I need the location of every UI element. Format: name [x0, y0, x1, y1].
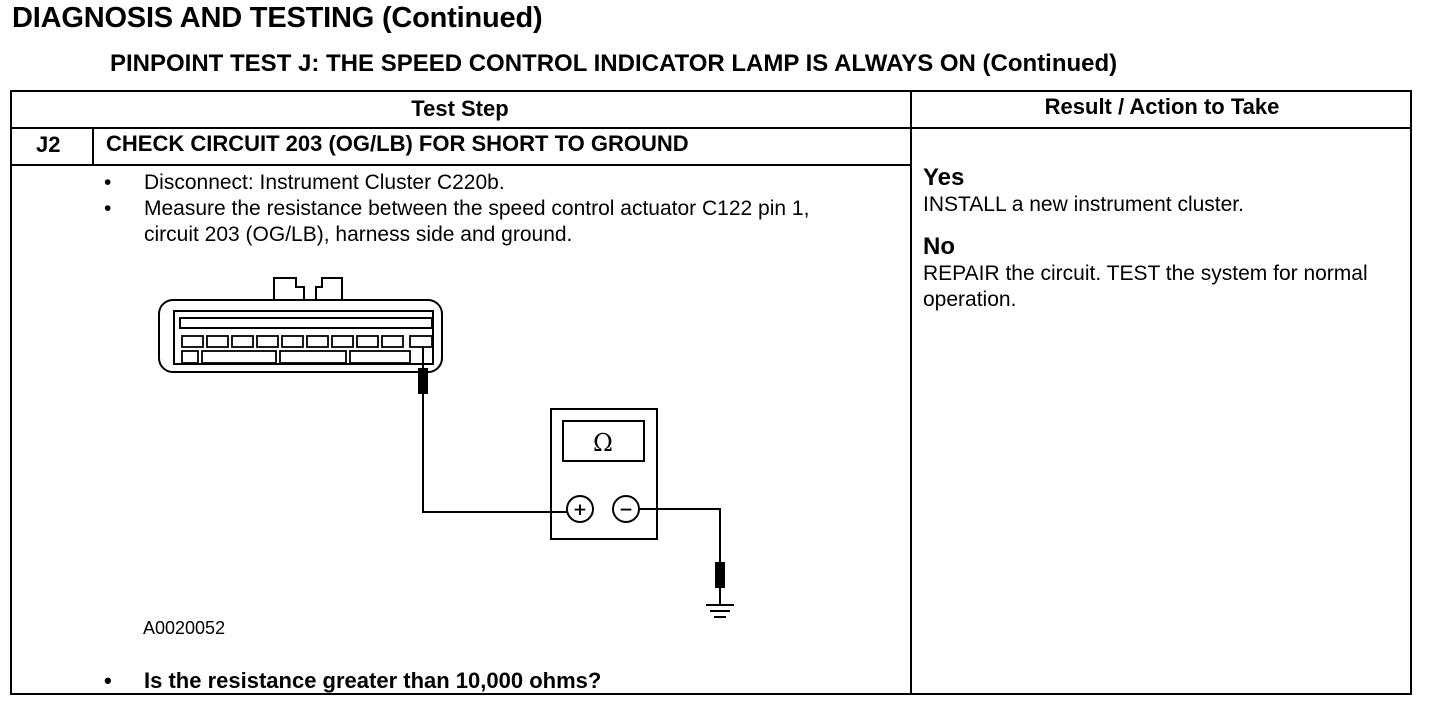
- bullet-icon: •: [104, 171, 112, 194]
- test-table: [10, 90, 1412, 695]
- ohm-symbol-icon: Ω: [593, 429, 613, 457]
- question-text: Is the resistance greater than 10,000 oh…: [144, 668, 602, 693]
- ohmmeter: Ω + −: [550, 408, 658, 540]
- step-title-divider: [10, 164, 910, 166]
- header-result-action: Result / Action to Take: [1044, 94, 1280, 119]
- answer-action: INSTALL a new instrument cluster.: [923, 193, 1244, 216]
- result-yes: Yes INSTALL a new instrument cluster.: [923, 164, 1398, 218]
- header-test-step: Test Step: [411, 96, 509, 121]
- step-question: • Is the resistance greater than 10,000 …: [104, 668, 601, 694]
- pinpoint-test-title: PINPOINT TEST J: THE SPEED CONTROL INDIC…: [110, 50, 1118, 77]
- step-id-divider: [92, 127, 94, 164]
- step-id: J2: [36, 132, 61, 157]
- figure-id: A0020052: [143, 618, 226, 638]
- bullet-icon: •: [104, 668, 112, 693]
- wiring-diagram: Ω + −: [158, 277, 734, 618]
- instruction-text: Measure the resistance between the speed…: [144, 197, 810, 246]
- answer-label: No: [923, 233, 955, 260]
- test-probe-negative: [639, 508, 725, 604]
- answer-action: REPAIR the circuit. TEST the system for …: [923, 262, 1368, 311]
- bullet-icon: •: [104, 197, 112, 220]
- minus-icon: −: [619, 500, 633, 520]
- column-divider: [910, 90, 912, 695]
- ground-icon: [706, 604, 734, 618]
- instruction-item: • Measure the resistance between the spe…: [104, 196, 834, 248]
- step-title: CHECK CIRCUIT 203 (OG/LB) FOR SHORT TO G…: [106, 131, 689, 156]
- plus-icon: +: [573, 500, 587, 520]
- connector-c122: [158, 277, 443, 373]
- page-title: DIAGNOSIS AND TESTING (Continued): [12, 2, 543, 34]
- result-no: No REPAIR the circuit. TEST the system f…: [923, 233, 1398, 313]
- test-probe-positive: [418, 347, 568, 513]
- step-instructions: • Disconnect: Instrument Cluster C220b. …: [104, 170, 834, 248]
- instruction-item: • Disconnect: Instrument Cluster C220b.: [104, 170, 834, 196]
- positive-terminal: [566, 495, 594, 523]
- instruction-text: Disconnect: Instrument Cluster C220b.: [144, 171, 505, 194]
- answer-label: Yes: [923, 164, 965, 191]
- header-divider: [10, 127, 1412, 129]
